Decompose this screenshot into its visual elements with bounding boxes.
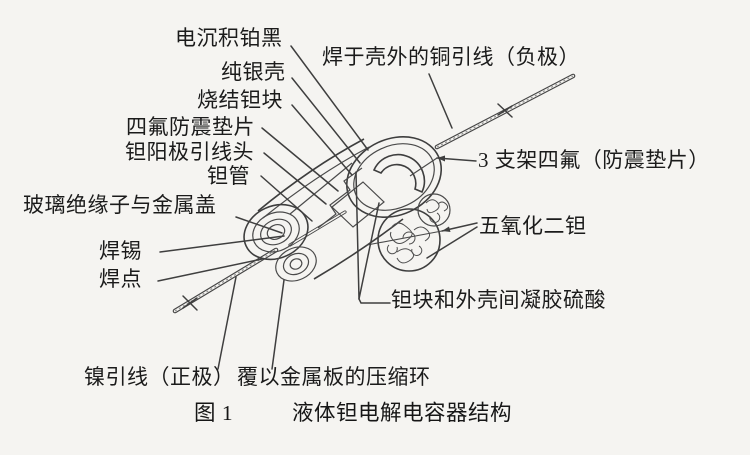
leader-sintered-block (291, 104, 353, 176)
leader-ptfe-pad (261, 127, 339, 192)
label-gel-sulfuric-acid: 钽块和外壳间凝胶硫酸 (391, 288, 606, 312)
label-silver-shell: 纯银壳 (221, 60, 286, 84)
label-glass-insulator: 玻璃绝缘子与金属盖 (23, 193, 217, 217)
label-anode-lead-head: 钽阳极引线头 (125, 140, 254, 164)
leader-gel-sulfuric-acid (355, 171, 391, 304)
figure-caption-title: 液体钽电解电容器结构 (292, 401, 513, 425)
sintered-tantalum-block (377, 193, 451, 272)
label-compression-ring: 覆以金属板的压缩环 (237, 365, 431, 389)
tantalum-block-texture (386, 199, 449, 264)
leader-glass-insulator (235, 216, 283, 234)
label-platinum-black: 电沉积铂黑 (175, 26, 283, 50)
wire-cross-tick-lower (182, 295, 198, 311)
label-tantalum-pentoxide: 五氧化二钽 (479, 214, 587, 238)
label-solder-joint: 焊点 (99, 267, 142, 291)
shell-right-opening-outer (345, 136, 443, 218)
leader-anode-lead-head (263, 152, 327, 205)
leader-platinum-black (290, 45, 369, 151)
leader-silver-shell (291, 77, 361, 164)
leader-compression-ring (271, 279, 285, 370)
leader-tantalum-pentoxide (366, 222, 478, 259)
leader-lines (157, 45, 478, 370)
label-solder-tin: 焊锡 (99, 239, 142, 263)
capacitor-body (243, 136, 451, 282)
shell-bottom-edge (313, 218, 404, 280)
label-bracket-ptfe: 3 支架四氟（防震垫片） (478, 148, 710, 172)
label-tantalum-tube: 钽管 (207, 164, 250, 188)
compression-ring-arcs (275, 246, 317, 282)
left-end-cap-rings (243, 203, 309, 261)
shell-top-edge (257, 138, 365, 212)
figure-caption-number: 图 1 (194, 401, 234, 425)
leader-solder-joint (157, 258, 263, 282)
wire-cross-tick-upper (497, 103, 513, 118)
label-ptfe-pad: 四氟防震垫片 (126, 115, 255, 139)
leader-nickel-lead (217, 276, 237, 370)
leader-solder-tin (159, 235, 285, 253)
inner-bracket-band (372, 153, 426, 194)
leader-copper-lead (428, 73, 453, 129)
leader-tantalum-tube (260, 175, 313, 222)
label-nickel-lead: 镍引线（正极） (84, 365, 235, 389)
label-sintered-block: 烧结钽块 (197, 88, 283, 112)
leader-bracket-ptfe (409, 155, 477, 177)
cutaway-section-lines (289, 162, 385, 229)
label-copper-lead: 焊于壳外的铜引线（负极） (322, 45, 580, 69)
